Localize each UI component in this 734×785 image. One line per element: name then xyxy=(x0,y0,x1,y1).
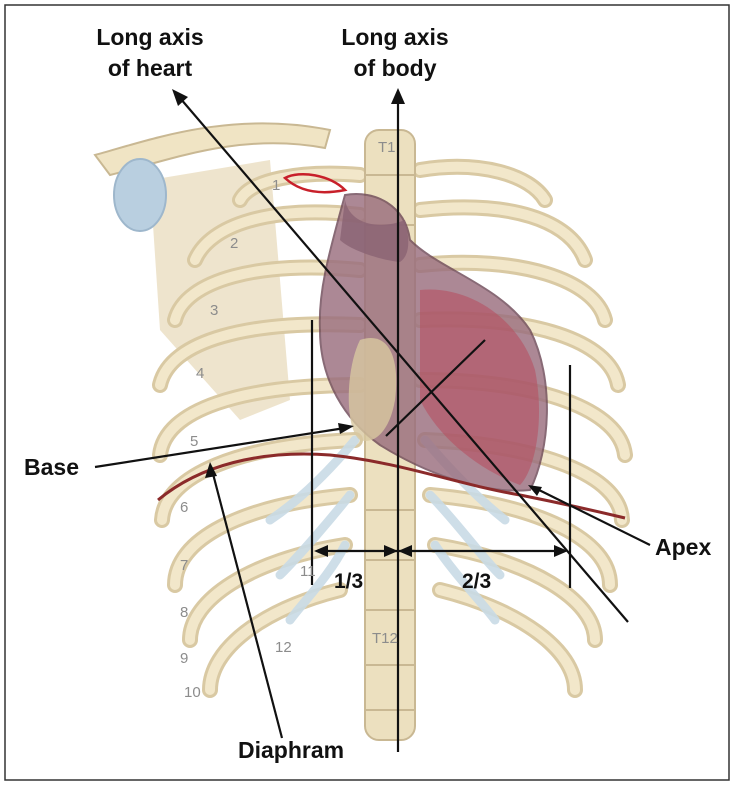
long-axis-heart-label-line2: of heart xyxy=(108,55,193,81)
rib-number-1: 1 xyxy=(272,177,280,194)
long-axis-body-label-line1: Long axis xyxy=(341,24,448,50)
diaphragm-label: Diaphram xyxy=(238,737,344,763)
rib-number-3: 3 xyxy=(210,302,218,319)
one-third-label: 1/3 xyxy=(334,570,363,593)
two-thirds-label: 2/3 xyxy=(462,570,491,593)
rib-number-8: 8 xyxy=(180,604,188,621)
rib-number-10: 10 xyxy=(184,684,201,701)
long-axis-body-label-line2: of body xyxy=(353,55,436,81)
rib-number-11: 11 xyxy=(300,563,316,580)
rib-number-6: 6 xyxy=(180,499,188,516)
rib-number-4: 4 xyxy=(196,365,204,382)
rib-number-12: 12 xyxy=(275,639,292,656)
vertebra-t1-label: T1 xyxy=(378,139,396,156)
rib-number-2: 2 xyxy=(230,235,238,252)
long-axis-heart-label-line1: Long axis xyxy=(96,24,203,50)
rib-number-9: 9 xyxy=(180,650,188,667)
rib-number-5: 5 xyxy=(190,433,198,450)
apex-label: Apex xyxy=(655,534,711,560)
vertebra-t12-label: T12 xyxy=(372,630,398,647)
rib-number-7: 7 xyxy=(180,557,188,574)
base-label: Base xyxy=(24,454,79,480)
shoulder-joint xyxy=(114,159,166,231)
